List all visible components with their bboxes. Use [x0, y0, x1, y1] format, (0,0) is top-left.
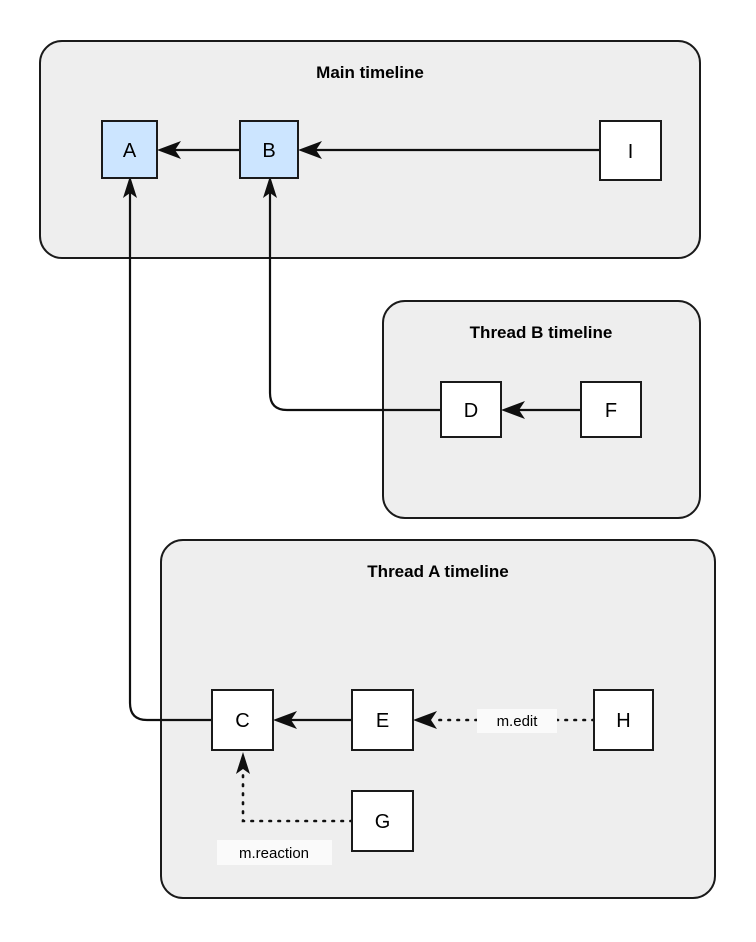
edge-d-to-b[interactable] [263, 176, 441, 412]
edge-i-to-b[interactable] [298, 141, 600, 159]
group-main-timeline-title: Main timeline [316, 63, 424, 82]
edge-label-m-edit-text: m.edit [497, 713, 539, 730]
edge-label-m-edit: m.edit [477, 709, 557, 733]
node-e[interactable]: E [351, 689, 414, 751]
node-c-label: C [235, 710, 249, 732]
node-i[interactable]: I [599, 120, 662, 181]
group-thread-b-timeline-title: Thread B timeline [470, 323, 613, 342]
node-b-rect [239, 120, 299, 179]
edge-d-to-b-arrowhead [263, 176, 277, 198]
node-f-label: F [605, 400, 617, 422]
node-d-rect [440, 381, 502, 438]
edge-i-to-b-arrowhead [298, 141, 322, 159]
node-a-label: A [123, 140, 137, 162]
edge-f-to-d-arrowhead [501, 401, 525, 419]
node-c[interactable]: C [211, 689, 274, 751]
node-f-rect [580, 381, 642, 438]
node-f[interactable]: F [580, 381, 642, 438]
edge-d-to-b-line [268, 190, 441, 412]
node-i-rect [599, 120, 662, 181]
edge-c-to-a[interactable] [123, 176, 212, 722]
node-h[interactable]: H [593, 689, 654, 751]
node-a[interactable]: A [101, 120, 158, 179]
node-a-rect [101, 120, 158, 179]
edge-label-m-reaction-text: m.reaction [239, 845, 309, 862]
edge-b-to-a[interactable] [157, 141, 240, 159]
edge-g-to-c[interactable] [236, 752, 354, 823]
node-g-label: G [375, 811, 391, 833]
node-i-label: I [628, 141, 634, 163]
edge-f-to-d[interactable] [501, 401, 581, 419]
edge-label-m-reaction-bg [217, 840, 332, 865]
edge-label-m-edit-bg [477, 709, 557, 733]
node-b[interactable]: B [239, 120, 299, 179]
node-b-label: B [262, 140, 275, 162]
node-d[interactable]: D [440, 381, 502, 438]
edge-label-m-reaction: m.reaction [217, 840, 332, 865]
node-h-rect [593, 689, 654, 751]
edge-g-to-c-arrowhead [236, 752, 250, 774]
edge-b-to-a-arrowhead [157, 141, 181, 159]
node-g[interactable]: G [351, 790, 414, 852]
node-d-label: D [464, 400, 478, 422]
edge-e-to-c-arrowhead [273, 711, 297, 729]
edge-g-to-c-line [241, 767, 354, 823]
node-c-rect [211, 689, 274, 751]
edge-c-to-a-line [128, 190, 212, 722]
group-thread-a-timeline-title: Thread A timeline [367, 562, 508, 581]
edge-h-to-e-arrowhead [413, 711, 437, 729]
node-e-rect [351, 689, 414, 751]
node-e-label: E [376, 710, 389, 732]
edge-c-to-a-arrowhead [123, 176, 137, 198]
edge-e-to-c[interactable] [273, 711, 352, 729]
node-g-rect [351, 790, 414, 852]
node-h-label: H [616, 710, 630, 732]
